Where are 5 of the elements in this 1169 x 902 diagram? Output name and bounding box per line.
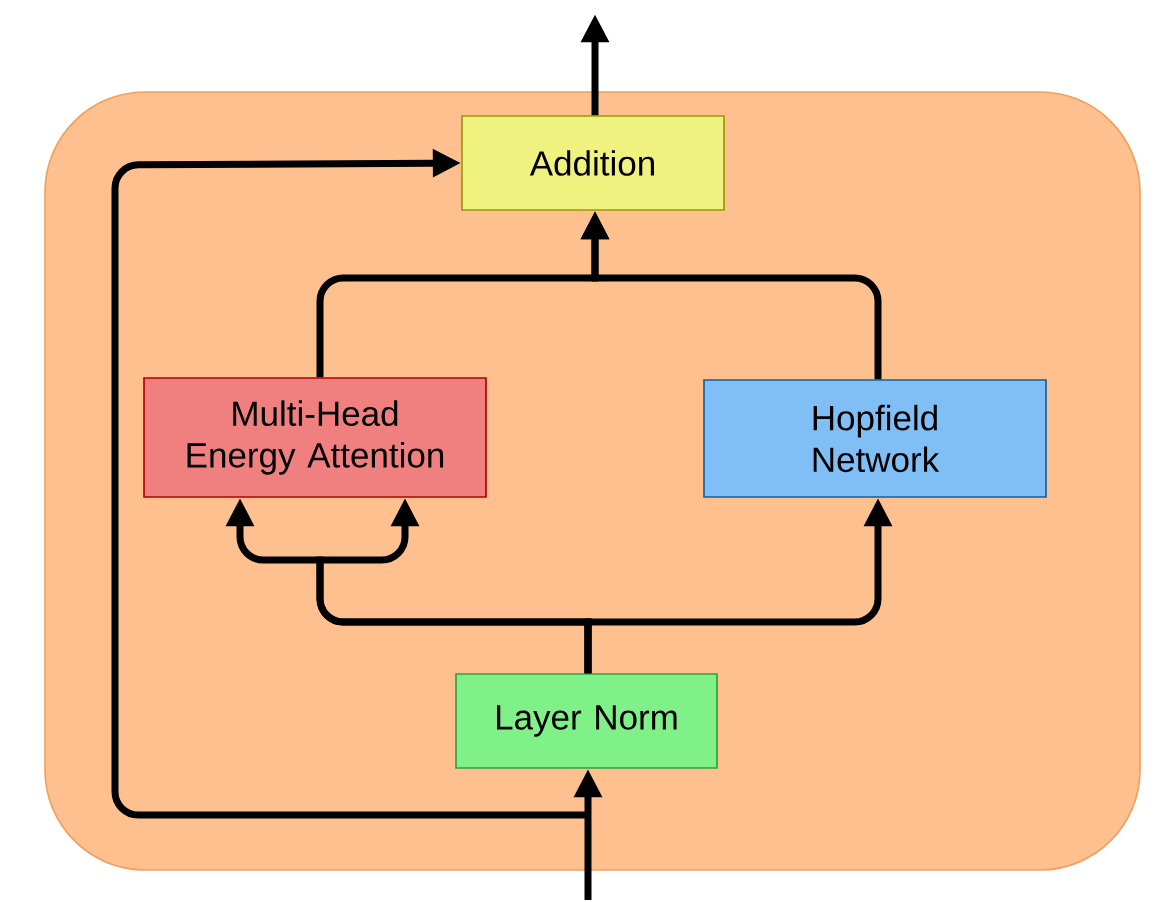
process-box: Multi-Head Energy Attention [143, 377, 487, 498]
process-box: Layer Norm [455, 673, 718, 769]
arrow [111, 148, 588, 819]
process-box: Hopfield Network [703, 379, 1047, 498]
process-box: Addition [461, 115, 725, 211]
